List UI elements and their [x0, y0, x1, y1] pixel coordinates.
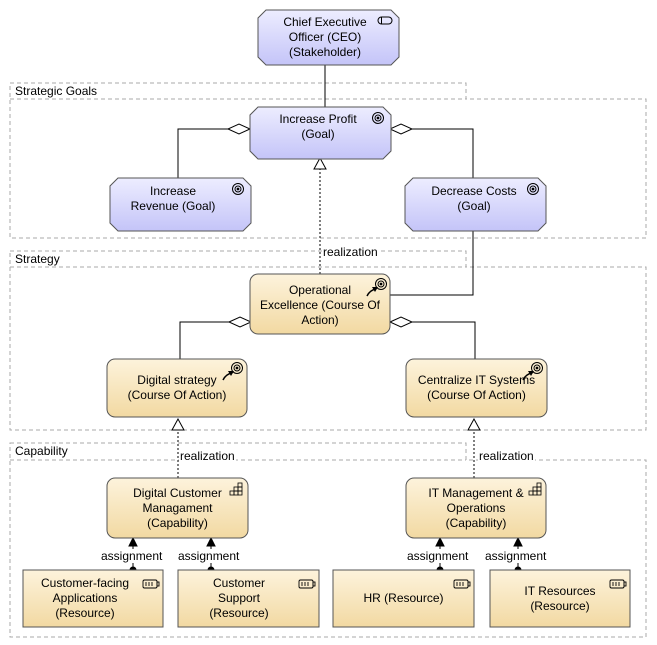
node-increase-revenue[interactable]: Increase Revenue (Goal): [130, 184, 216, 213]
node-customer-facing-shape[interactable]: [22, 569, 164, 628]
node-hr-shape[interactable]: [332, 569, 475, 628]
group-label-capability: Capability: [15, 444, 68, 458]
group-strategy[interactable]: [9, 250, 647, 431]
node-ceo[interactable]: Chief Executive Officer (CEO) (Stakehold…: [283, 15, 367, 59]
group-capability[interactable]: [9, 442, 647, 638]
node-digital-customer-shape[interactable]: [106, 477, 249, 539]
course-of-action-icon: [222, 362, 243, 381]
relation-label-assignment: assignment: [406, 549, 470, 563]
node-operational-excellence-shape[interactable]: [249, 273, 391, 335]
node-it-management-shape[interactable]: [405, 477, 547, 539]
node-decrease-costs[interactable]: Decrease Costs (Goal): [431, 184, 517, 213]
aggregation-digital-opex[interactable]: [179, 321, 229, 359]
node-it-resources[interactable]: IT Resources (Resource): [524, 583, 596, 613]
node-customer-support[interactable]: Customer Support (Resource): [209, 576, 269, 620]
node-operational-excellence[interactable]: Operational Excellence (Course Of Action…: [259, 282, 381, 327]
node-hr[interactable]: HR (Resource): [363, 591, 444, 605]
aggregation-costs-profit[interactable]: [412, 128, 474, 178]
group-strategic-goals[interactable]: [9, 82, 647, 239]
group-label-strategy: Strategy: [15, 252, 60, 266]
relation-label-realization: realization: [179, 449, 236, 463]
aggregation-diamond: [226, 123, 252, 135]
realization-arrowhead: [467, 417, 481, 431]
assignment-arrowhead: [435, 536, 445, 547]
realization-arrowhead: [171, 417, 185, 431]
node-customer-facing[interactable]: Customer-facing Applications (Resource): [40, 576, 130, 620]
node-digital-strategy-shape[interactable]: [106, 358, 248, 418]
aggregation-diamond: [227, 316, 253, 328]
relation-label-realization: realization: [478, 449, 535, 463]
capability-icon: [528, 482, 542, 496]
relation-label-assignment: assignment: [100, 549, 164, 563]
node-ceo-shape[interactable]: [257, 9, 400, 66]
goal-icon: [232, 183, 244, 195]
assignment-arrowhead: [128, 536, 138, 547]
node-increase-profit-shape[interactable]: [249, 106, 392, 160]
node-centralize-it[interactable]: Centralize IT Systems (Course Of Action): [417, 373, 536, 402]
node-customer-support-shape[interactable]: [177, 569, 320, 628]
node-it-management[interactable]: IT Management & Operations (Capability): [428, 485, 524, 530]
node-digital-customer[interactable]: Digital Customer Managament (Capability): [133, 485, 222, 530]
association-costs-opex[interactable]: [389, 231, 474, 296]
resource-icon: [609, 579, 627, 589]
course-of-action-icon: [366, 278, 387, 297]
node-decrease-costs-shape[interactable]: [404, 177, 547, 232]
assignment-arrowhead: [206, 536, 216, 547]
node-it-resources-shape[interactable]: [489, 569, 631, 628]
aggregation-diamond: [388, 123, 414, 135]
aggregation-centralize-opex[interactable]: [412, 321, 476, 359]
relation-label-assignment: assignment: [177, 549, 241, 563]
node-centralize-it-shape[interactable]: [405, 358, 548, 418]
node-increase-revenue-shape[interactable]: [109, 177, 252, 232]
group-label-strategic-goals: Strategic Goals: [15, 84, 98, 98]
node-digital-strategy[interactable]: Digital strategy (Course Of Action): [127, 373, 227, 402]
goal-icon: [372, 112, 384, 124]
resource-icon: [298, 579, 316, 589]
aggregation-revenue-profit[interactable]: [177, 128, 228, 178]
stakeholder-icon: [377, 16, 393, 25]
resource-icon: [142, 579, 160, 589]
goal-icon: [527, 183, 539, 195]
relation-label-realization: realization: [322, 245, 379, 259]
aggregation-diamond: [388, 316, 414, 328]
capability-icon: [229, 482, 243, 496]
resource-icon: [453, 579, 471, 589]
relation-label-assignment: assignment: [484, 549, 548, 563]
assignment-arrowhead: [513, 536, 523, 547]
course-of-action-icon: [522, 362, 543, 381]
realization-arrowhead: [313, 156, 327, 170]
node-increase-profit[interactable]: Increase Profit (Goal): [279, 112, 357, 141]
